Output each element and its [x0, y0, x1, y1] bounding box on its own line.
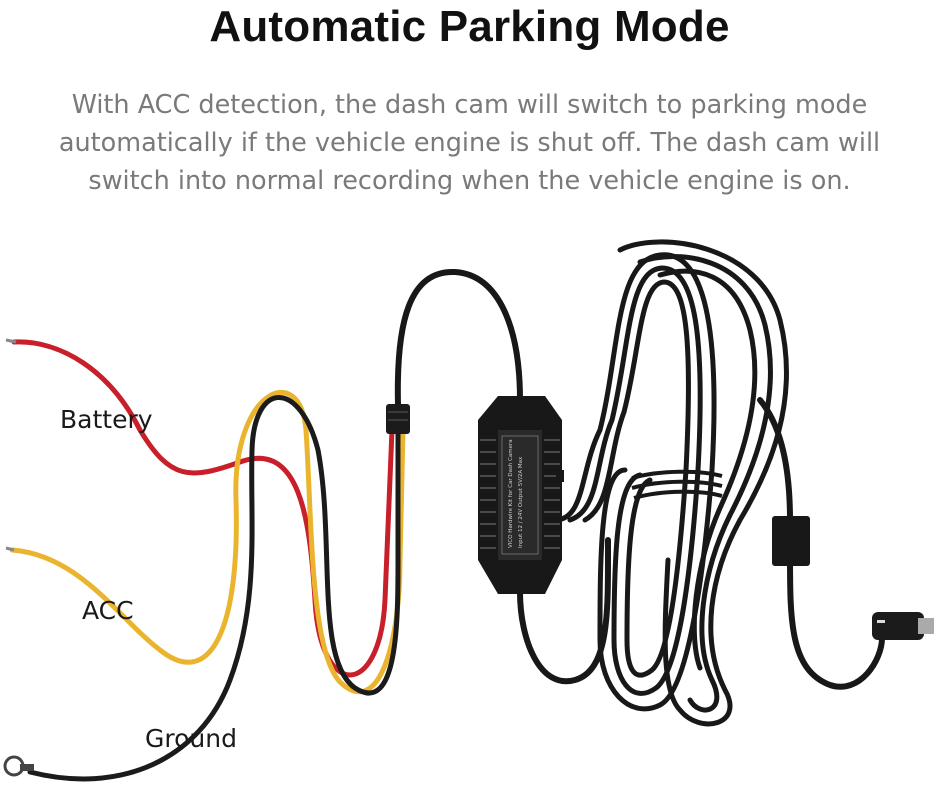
wire-junction-sleeve [386, 404, 410, 434]
acc-label: ACC [82, 596, 134, 625]
description-line-3: switch into normal recording when the ve… [88, 166, 851, 196]
description-line-2: automatically if the vehicle engine is s… [58, 128, 881, 158]
battery-wire [11, 339, 395, 678]
coiled-cable [552, 239, 789, 727]
ferrite-bead [772, 516, 810, 566]
hardwire-module: VICO Hardwire Kit for Car Dash Camera In… [478, 396, 564, 594]
description-line-1: With ACC detection, the dash cam will sw… [71, 90, 868, 120]
battery-wire-tip [5, 338, 17, 344]
cable-coil-to-ferrite [757, 397, 793, 523]
module-fins-left [480, 439, 496, 549]
cable-tie [631, 469, 723, 500]
cable-loop-top [394, 268, 523, 408]
description: With ACC detection, the dash cam will sw… [40, 86, 899, 200]
ground-wire [27, 395, 401, 782]
acc-wire-tip [5, 546, 15, 552]
ground-label: Ground [145, 724, 237, 753]
battery-label: Battery [60, 405, 153, 434]
acc-wire [9, 389, 406, 695]
module-label-line-2: Input 12 / 24V Output 5V/2A Max [518, 456, 524, 548]
cable-module-to-coil [517, 537, 612, 685]
page-title: Automatic Parking Mode [209, 2, 730, 51]
cable-to-usb [787, 552, 885, 690]
usb-plug [872, 612, 934, 640]
module-label-line-1: VICO Hardwire Kit for Car Dash Camera [508, 439, 514, 548]
ground-ring-terminal [3, 755, 34, 777]
module-fins-right [544, 439, 560, 549]
